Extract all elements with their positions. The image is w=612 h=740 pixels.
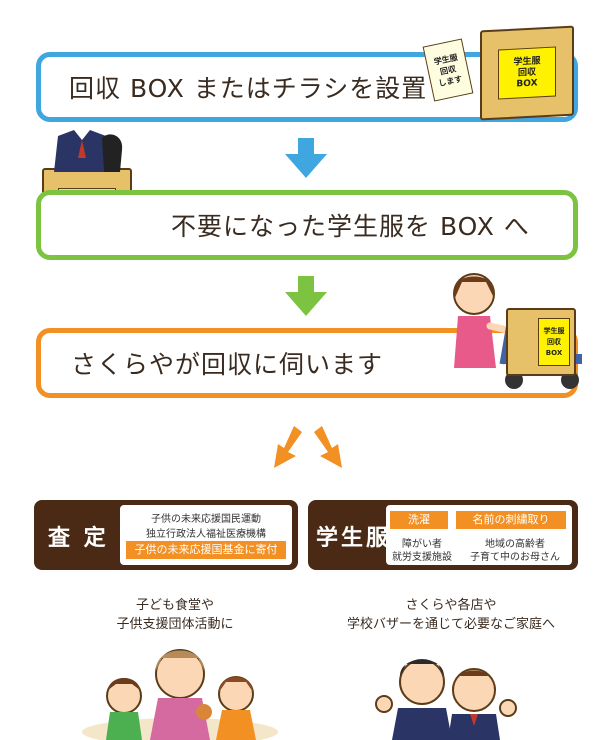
destination-right: さくらや各店や 学校バザーを通じて必要なご家庭へ (316, 596, 586, 634)
step-put-uniform: 不要になった学生服を BOX へ (36, 190, 578, 260)
panel-gakuseifuku-body: 洗濯 名前の刺繍取り 障がい者 就労支援施設 地域の高齢者 子育て中のお母さん (386, 505, 572, 565)
panel-gakuseifuku: 学生服 洗濯 名前の刺繍取り 障がい者 就労支援施設 地域の高齢者 子育て中のお… (308, 500, 578, 570)
step-install-box-text: 回収 BOX またはチラシを設置 (69, 74, 428, 103)
destination-left: 子ども食堂や 子供支援団体活動に (60, 596, 290, 634)
family-meal-illustration (82, 649, 278, 740)
split-arrows-icon (274, 426, 342, 468)
sub-elderly-a: 地域の高齢者 (485, 539, 545, 550)
satei-line1: 子供の未来応援国民運動 (151, 514, 261, 525)
collection-box-illustration: 学生服 回収 BOX (480, 25, 574, 121)
cart-box-illustration: 学生服 回収 BOX (506, 308, 576, 376)
sub-disability-b: 就労支援施設 (392, 552, 452, 563)
destination-left-line1: 子ども食堂や (135, 598, 214, 613)
satei-tag: 子供の未来応援国基金に寄付 (126, 541, 286, 559)
sub-disability-a: 障がい者 (402, 539, 442, 550)
students-illustration (375, 659, 517, 740)
step-put-uniform-text: 不要になった学生服を BOX へ (171, 212, 530, 241)
step-collect-text: さくらやが回収に伺います (71, 350, 384, 379)
arrow-down-icon (285, 138, 327, 178)
destination-left-line2: 子供支援団体活動に (116, 617, 234, 632)
tag-wash: 洗濯 (390, 511, 448, 529)
satei-line2: 独立行政法人福祉医療機構 (146, 529, 266, 540)
arrow-down-icon (285, 276, 327, 316)
destination-right-line1: さくらや各店や (405, 598, 497, 613)
destination-right-line2: 学校バザーを通じて必要なご家庭へ (346, 617, 555, 632)
panel-satei: 査 定 子供の未来応援国民運動 独立行政法人福祉医療機構 子供の未来応援国基金に… (34, 500, 298, 570)
tag-embroidery-removal: 名前の刺繍取り (456, 511, 566, 529)
panel-gakuseifuku-title: 学生服 (316, 526, 392, 551)
sub-elderly-b: 子育て中のお母さん (470, 552, 560, 563)
uniform-icon (54, 130, 123, 172)
collection-box-label: 学生服 回収 BOX (498, 46, 556, 100)
panel-satei-body: 子供の未来応援国民運動 独立行政法人福祉医療機構 子供の未来応援国基金に寄付 (120, 505, 292, 565)
panel-satei-title: 査 定 (48, 526, 109, 551)
cart-box-label: 学生服 回収 BOX (538, 318, 570, 366)
